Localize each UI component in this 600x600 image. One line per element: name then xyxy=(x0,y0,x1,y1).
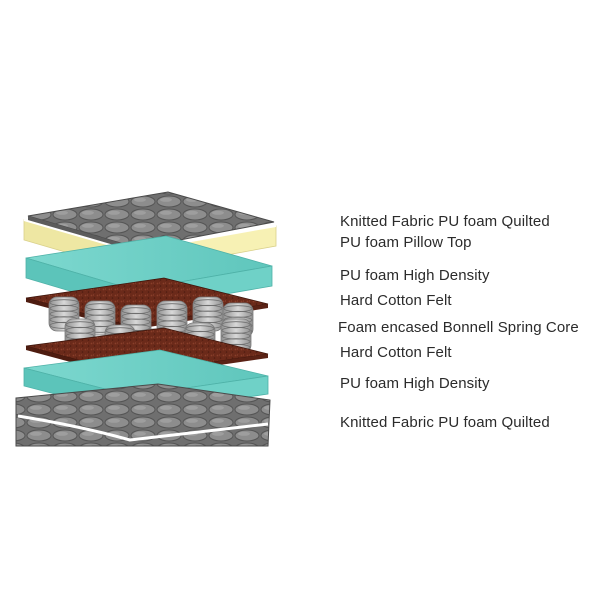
layer-label-lower-high-density-foam: PU foam High Density xyxy=(340,375,490,392)
bottom-quilted-fabric-layer xyxy=(15,383,271,447)
layer-label-top-quilted-fabric: Knitted Fabric PU foam Quilted xyxy=(340,213,550,230)
layer-label-upper-high-density-foam: PU foam High Density xyxy=(340,267,490,284)
layer-label-lower-cotton-felt: Hard Cotton Felt xyxy=(340,344,452,361)
layer-label-upper-cotton-felt: Hard Cotton Felt xyxy=(340,292,452,309)
layer-label-pillow-top: PU foam Pillow Top xyxy=(340,234,472,251)
layer-label-bottom-quilted-fabric: Knitted Fabric PU foam Quilted xyxy=(340,414,550,431)
layer-label-spring-core: Foam encased Bonnell Spring Core xyxy=(338,319,579,336)
